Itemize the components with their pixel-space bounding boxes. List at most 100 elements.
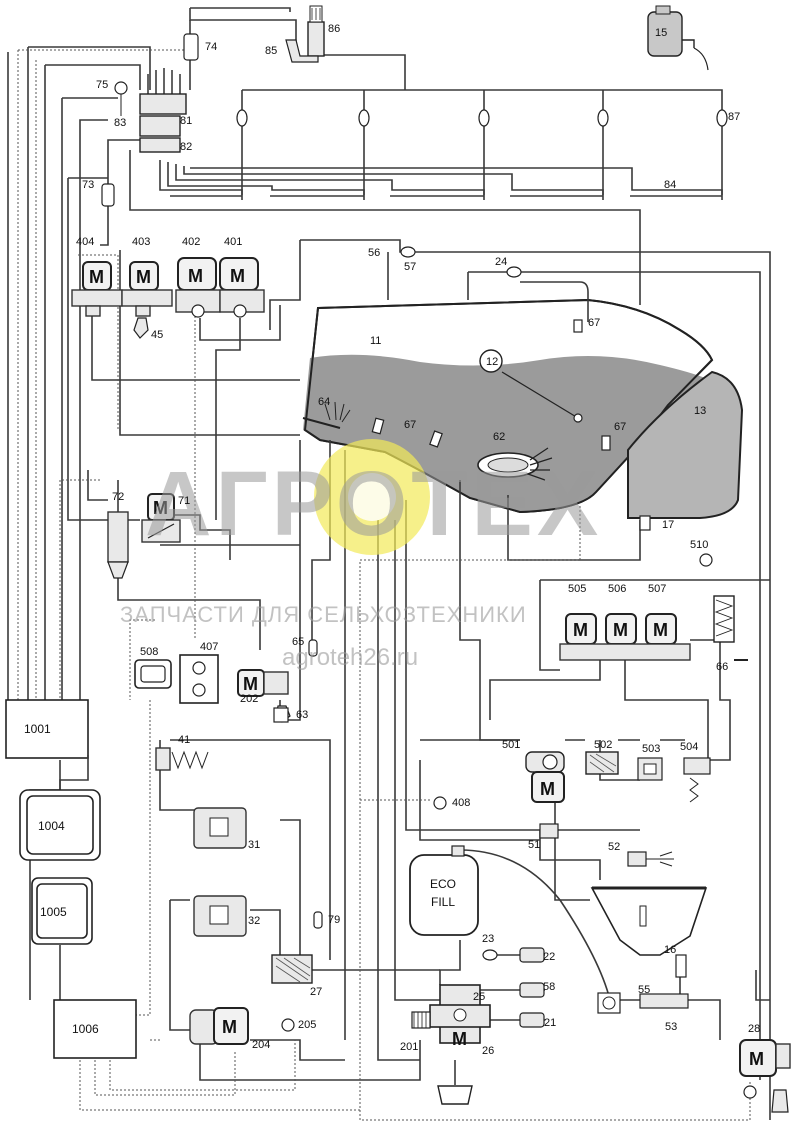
valve-51 xyxy=(539,823,559,839)
part-label-28: 28 xyxy=(748,1023,760,1035)
filter-502 xyxy=(585,751,619,775)
part-label-82: 82 xyxy=(180,141,192,153)
part-label-72: 72 xyxy=(112,491,124,503)
part-label-401: 401 xyxy=(224,236,242,248)
part-label-205: 205 xyxy=(298,1019,316,1031)
tee-55 xyxy=(639,993,689,1009)
motor-404-symbol: M xyxy=(89,267,104,287)
part-label-52: 52 xyxy=(608,841,620,853)
motor-204: M xyxy=(189,1007,249,1045)
part-label-27: 27 xyxy=(310,986,322,998)
control-wiring xyxy=(17,49,751,1121)
part-label-24: 24 xyxy=(495,256,507,268)
part-label-67: 67 xyxy=(404,419,416,431)
motor-507: M xyxy=(645,613,677,645)
sensor-408 xyxy=(433,796,447,810)
line-valves-87 xyxy=(236,109,728,127)
valve-63 xyxy=(273,707,289,723)
part-label-32: 32 xyxy=(248,915,260,927)
part-label-56: 56 xyxy=(368,247,380,259)
part-label-501: 501 xyxy=(502,739,520,751)
part-label-55: 55 xyxy=(638,984,650,996)
eco-fill-tank: ECO FILL xyxy=(409,845,479,936)
watermark-tagline: ЗАПЧАСТИ ДЛЯ СЕЛЬХОЗТЕХНИКИ xyxy=(120,602,527,627)
valve-85 xyxy=(285,39,319,63)
part-label-64: 64 xyxy=(318,396,330,408)
motor-403: M xyxy=(121,261,173,339)
motor-403-symbol: M xyxy=(136,267,151,287)
part-label-74: 74 xyxy=(205,41,217,53)
motor-401-symbol: M xyxy=(230,266,245,286)
chamber-13 xyxy=(627,370,744,519)
sensor-73 xyxy=(101,183,115,207)
part-label-15: 15 xyxy=(655,27,667,39)
watermark: АГРОТЕХ ЗАПЧАСТИ ДЛЯ СЕЛЬХОЗТЕХНИКИ agro… xyxy=(120,439,602,671)
part-label-21: 21 xyxy=(544,1017,556,1029)
part-label-506: 506 xyxy=(608,583,626,595)
coil-201 xyxy=(411,1011,431,1029)
part-label-17: 17 xyxy=(662,519,674,531)
part-label-11: 11 xyxy=(370,335,381,347)
display-1005-label: 1005 xyxy=(40,905,67,919)
part-label-65: 65 xyxy=(292,636,304,648)
part-label-503: 503 xyxy=(642,743,660,755)
pump-31 xyxy=(193,807,247,849)
motor-506-symbol: M xyxy=(613,620,628,640)
part-label-58: 58 xyxy=(543,981,555,993)
motor-505: M xyxy=(565,613,597,645)
part-label-507: 507 xyxy=(648,583,666,595)
part-label-31: 31 xyxy=(248,839,260,851)
motor-28: M xyxy=(739,1039,791,1113)
part-label-87: 87 xyxy=(728,111,740,123)
motor-505-symbol: M xyxy=(573,620,588,640)
sensor-65 xyxy=(308,639,318,657)
motor-71-symbol: M xyxy=(153,498,168,518)
part-label-402: 402 xyxy=(182,236,200,248)
motor-402: M xyxy=(175,257,221,318)
valve-41 xyxy=(155,747,209,771)
part-label-83: 83 xyxy=(114,117,126,129)
eco-fill-label-line2: FILL xyxy=(431,895,455,909)
part-label-22: 22 xyxy=(543,951,555,963)
watermark-brand: АГРОТЕХ xyxy=(145,453,602,555)
part-label-204: 204 xyxy=(252,1039,270,1051)
part-label-66: 66 xyxy=(716,661,728,673)
valve-503 xyxy=(637,757,663,781)
part-label-25: 25 xyxy=(473,991,485,1003)
canister-15 xyxy=(647,5,709,71)
part-label-53: 53 xyxy=(665,1021,677,1033)
part-label-202: 202 xyxy=(240,693,258,705)
box-407 xyxy=(179,654,219,704)
part-label-510: 510 xyxy=(690,539,708,551)
sensor-24 xyxy=(506,266,522,278)
gauge-205 xyxy=(281,1018,295,1032)
box-508 xyxy=(134,659,172,689)
valve-504 xyxy=(683,757,711,803)
control-unit-1006-label: 1006 xyxy=(72,1022,99,1036)
valve-23 xyxy=(482,949,498,961)
pump-32 xyxy=(193,895,247,937)
distributor-81 xyxy=(139,68,187,115)
part-label-73: 73 xyxy=(82,179,94,191)
motor-501: M xyxy=(525,751,565,803)
watermark-site: agroteh26.ru xyxy=(282,644,418,671)
control-unit-1006: 1006 xyxy=(53,999,137,1059)
funnel-16 xyxy=(590,886,708,978)
sensor-79 xyxy=(313,911,323,929)
gauge-75 xyxy=(114,81,128,116)
manifold-25: M xyxy=(429,984,491,1049)
motor-506: M xyxy=(605,613,637,645)
part-label-71: 71 xyxy=(178,495,190,507)
control-unit-1001-label: 1001 xyxy=(24,722,51,736)
part-label-505: 505 xyxy=(568,583,586,595)
valve-86 xyxy=(307,5,325,57)
part-label-508: 508 xyxy=(140,646,158,658)
part-label-201: 201 xyxy=(400,1041,418,1053)
motor-404: M xyxy=(71,261,123,317)
sensor-57 xyxy=(400,246,416,258)
part-label-75: 75 xyxy=(96,79,108,91)
part-label-84: 84 xyxy=(664,179,676,191)
motor-402-symbol: M xyxy=(188,266,203,286)
